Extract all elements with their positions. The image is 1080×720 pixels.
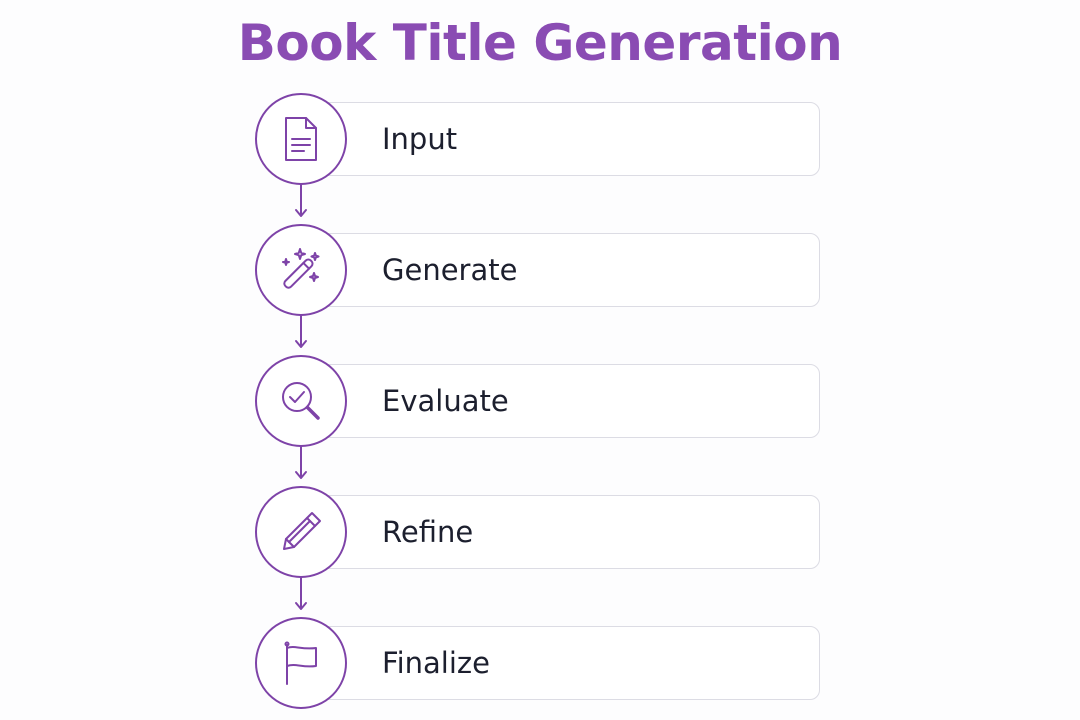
document-icon [285, 117, 317, 161]
step-circle-finalize [255, 617, 347, 709]
step-card-generate [300, 233, 820, 307]
step-label-finalize: Finalize [382, 646, 490, 680]
step-label-input: Input [382, 122, 458, 156]
step-card-input [300, 102, 820, 176]
step-label-refine: Refine [382, 515, 474, 549]
diagram-title: Book Title Generation [237, 14, 843, 72]
step-circle-refine [255, 486, 347, 578]
pencil-icon [283, 512, 321, 550]
flow-arrow [295, 314, 307, 348]
flow-arrow [295, 183, 307, 217]
flag-icon [284, 641, 317, 685]
step-label-evaluate: Evaluate [382, 384, 509, 418]
flow-arrow [295, 445, 307, 479]
step-label-generate: Generate [382, 253, 518, 287]
magnifier-check-icon [282, 382, 320, 420]
step-circle-evaluate [255, 355, 347, 447]
flow-arrow [295, 576, 307, 610]
step-card-finalize [300, 626, 820, 700]
step-circle-input [255, 93, 347, 185]
step-card-refine [300, 495, 820, 569]
step-circle-generate [255, 224, 347, 316]
step-card-evaluate [300, 364, 820, 438]
magic-wand-icon [282, 248, 320, 289]
